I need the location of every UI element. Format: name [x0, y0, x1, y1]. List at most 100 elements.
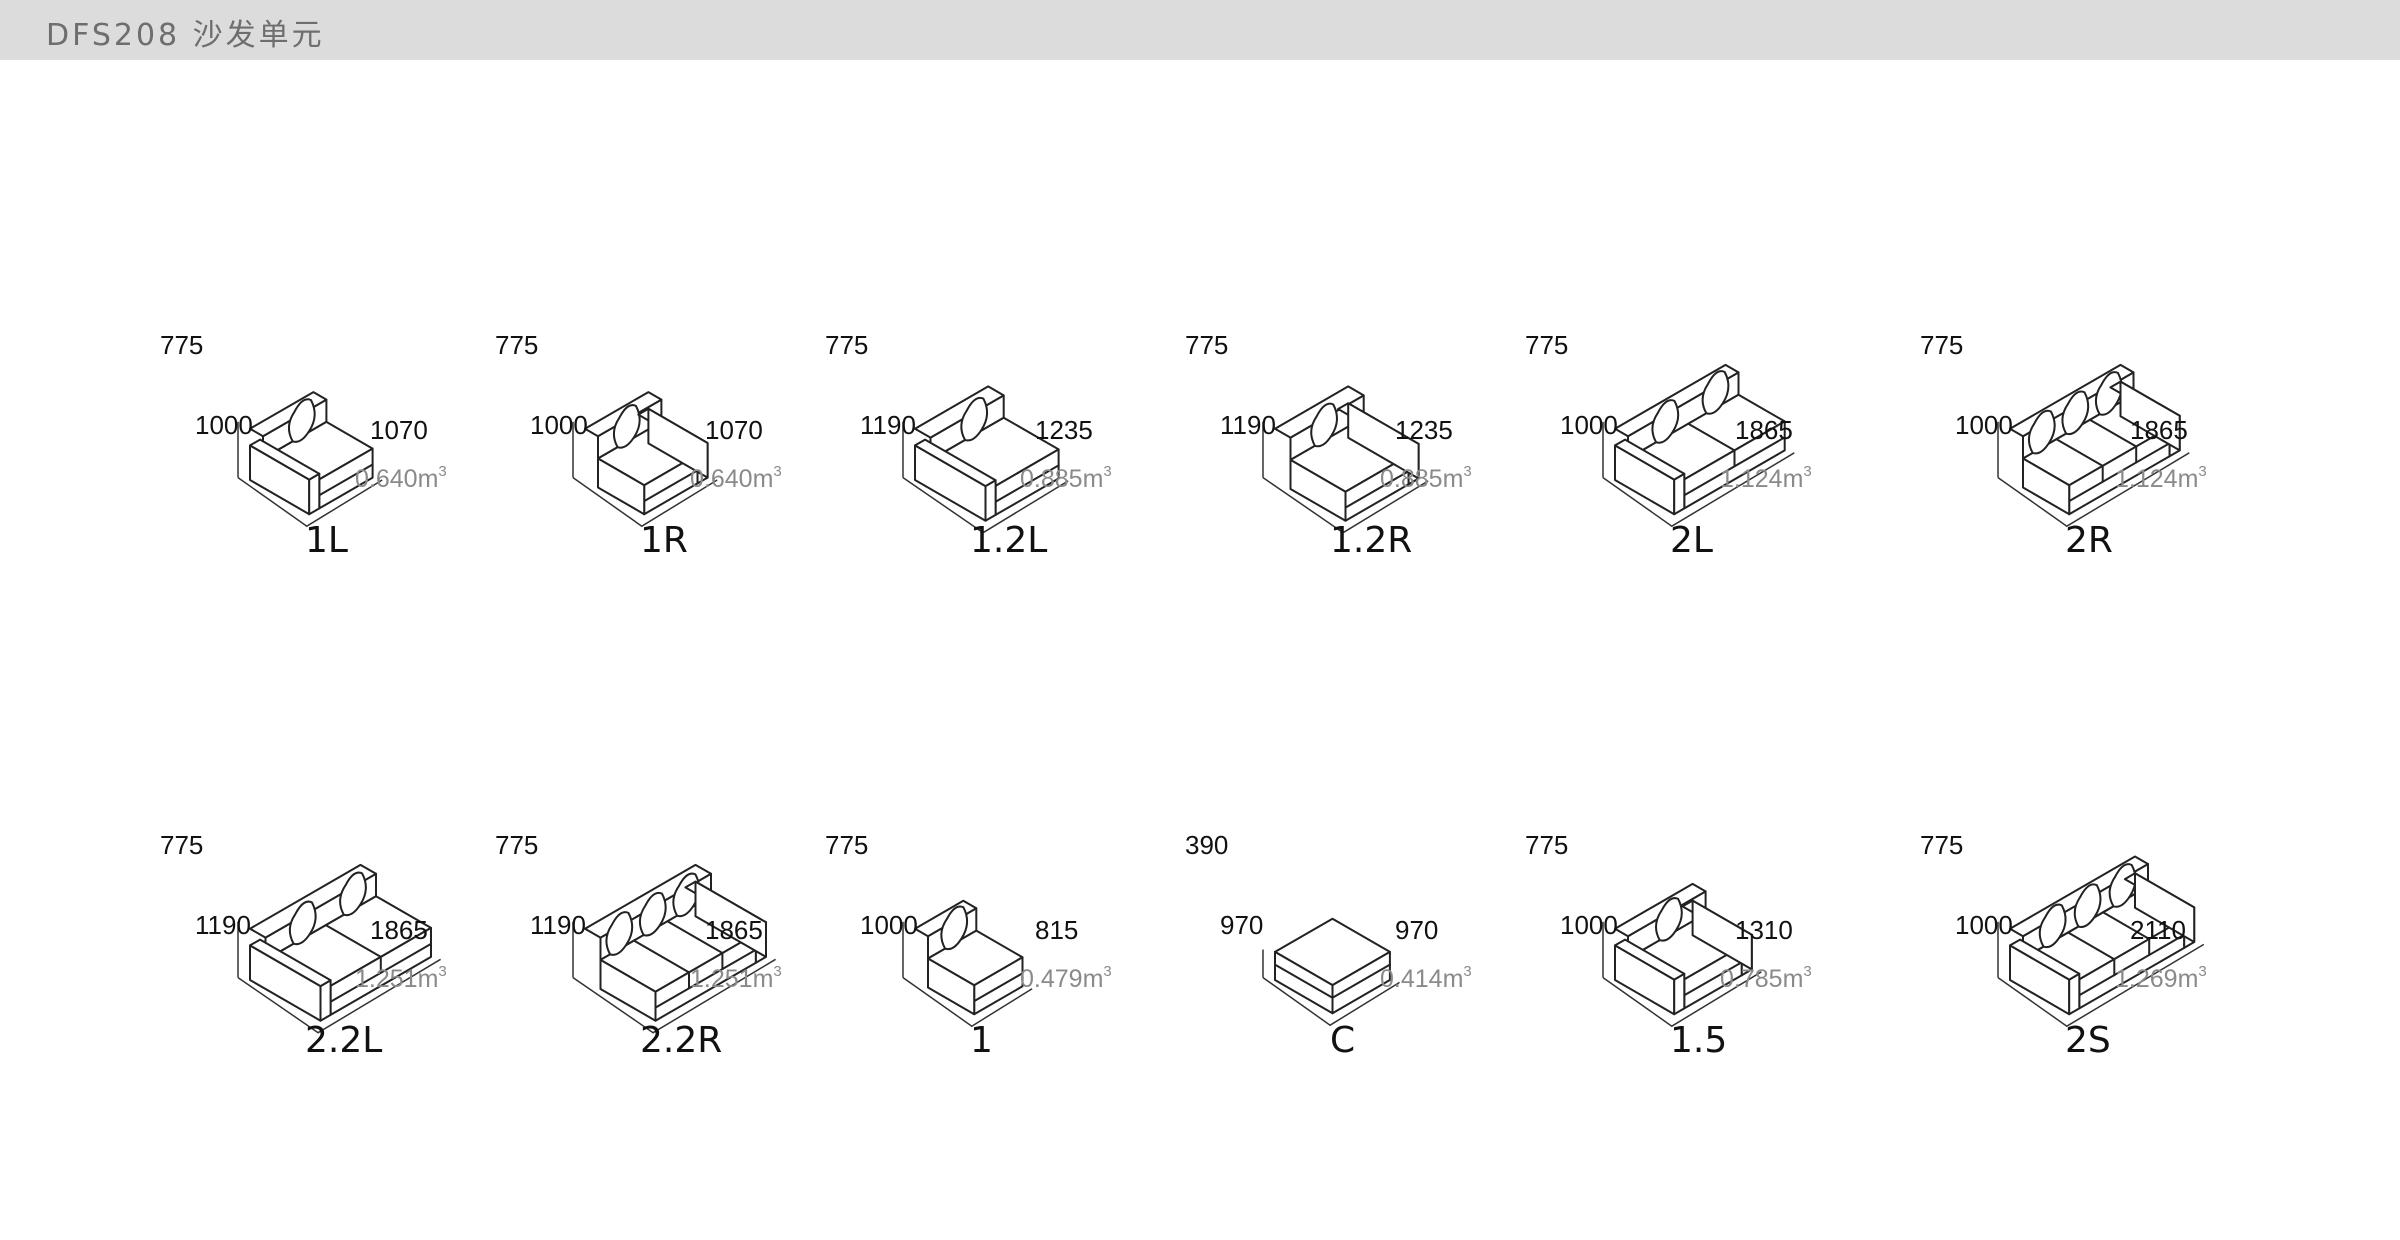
- ottoman-side: [1274, 950, 1334, 1015]
- width-dimension: 1235: [1035, 415, 1093, 445]
- volume-label: 0.479m3: [1020, 963, 1112, 993]
- sofa-unit-1-2l: 775 1190 1235 0.885m3 1.2L: [805, 220, 1205, 740]
- sofa-unit-1-2r: 775 1190 1235 0.885m3 1.2R: [1165, 220, 1565, 740]
- back-cushion: [1701, 370, 1730, 415]
- sofa-unit-c: 390 970 970 0.414m3 C: [1165, 720, 1565, 1240]
- height-dimension: 775: [825, 330, 869, 360]
- back-cushion: [960, 396, 989, 442]
- volume-label: 1.251m3: [355, 963, 447, 993]
- unit-code: 2.2R: [640, 1020, 723, 1061]
- depth-dimension: 1000: [1560, 910, 1618, 940]
- ottoman-seam: [1274, 963, 1391, 999]
- dimension-lines: [1602, 452, 1795, 528]
- back-cushion: [1655, 897, 1683, 942]
- seat-seam: [643, 469, 699, 503]
- seat-division: [324, 924, 382, 974]
- sofa-illustration: [1262, 917, 1400, 1027]
- seat-seam: [654, 948, 757, 1009]
- seat-left-side: [1289, 458, 1347, 522]
- sofa-unit-2-2l: 775 1190 1865 1.251m3 2.2L: [140, 720, 540, 1240]
- width-dimension: 1865: [1735, 415, 1793, 445]
- height-dimension: 775: [1525, 830, 1569, 860]
- sofa-illustration: [572, 863, 776, 1034]
- sofa-illustration: [237, 391, 383, 528]
- seat-division: [1687, 422, 1736, 468]
- depth-dimension: 1190: [195, 910, 251, 940]
- sofa-unit-2-2r: 775 1190 1865 1.251m3 2.2R: [475, 720, 875, 1240]
- height-dimension: 775: [160, 830, 204, 860]
- volume-label: 1.269m3: [2115, 963, 2207, 993]
- sofa-unit-2l: 775 1000 1865 1.124m3 2L: [1505, 220, 1905, 740]
- width-dimension: 970: [1395, 915, 1439, 945]
- volume-label: 0.640m3: [690, 463, 782, 493]
- sofa-illustration: [572, 391, 718, 528]
- unit-code: 1R: [640, 520, 688, 561]
- left-arm-top: [914, 438, 997, 488]
- volume-label: 0.785m3: [1720, 963, 1812, 993]
- seat-division: [666, 920, 724, 970]
- seat-left-side: [599, 958, 657, 1022]
- depth-dimension: 1190: [860, 410, 916, 440]
- height-dimension: 775: [495, 330, 539, 360]
- back-cushion: [940, 905, 969, 951]
- depth-dimension: 1000: [1955, 410, 2013, 440]
- right-arm-side: [647, 407, 709, 479]
- height-dimension: 775: [160, 330, 204, 360]
- sofa-back-top: [2009, 855, 2149, 938]
- depth-dimension: 1190: [1220, 410, 1276, 440]
- height-dimension: 775: [1185, 330, 1229, 360]
- sofa-illustration: [1997, 855, 2205, 1028]
- page-title: DFS208 沙发单元: [46, 18, 325, 53]
- sofa-back-top: [249, 863, 377, 939]
- seat-seam: [2068, 442, 2171, 503]
- right-arm-side: [1691, 899, 1753, 971]
- unit-code: 1.2R: [1330, 520, 1413, 561]
- width-dimension: 1865: [2130, 415, 2188, 445]
- volume-label: 1.124m3: [1720, 463, 1812, 493]
- seat-seam: [1344, 470, 1410, 509]
- width-dimension: 815: [1035, 915, 1079, 945]
- dimension-lines: [572, 958, 776, 1034]
- unit-code: 1: [970, 1020, 993, 1061]
- seat-division: [2089, 418, 2138, 464]
- back-cushion: [2108, 863, 2137, 908]
- back-cushion: [2038, 903, 2067, 949]
- volume-label: 1.251m3: [690, 963, 782, 993]
- unit-code: 2L: [1670, 520, 1713, 561]
- back-cushion: [605, 911, 634, 956]
- seat-division: [2067, 931, 2116, 977]
- width-dimension: 1235: [1395, 415, 1453, 445]
- sofa-illustration: [1602, 363, 1795, 528]
- dimension-lines: [1602, 971, 1762, 1028]
- dimension-lines: [1997, 452, 2190, 528]
- unit-code: C: [1330, 1020, 1356, 1061]
- sofa-unit-1: 775 1000 815 0.479m3 1: [805, 720, 1205, 1240]
- header-bar: DFS208 沙发单元: [0, 0, 2400, 60]
- seat-seam: [1683, 961, 1743, 997]
- dimension-lines: [237, 476, 383, 528]
- volume-label: 1.124m3: [2115, 463, 2207, 493]
- seat-seam: [994, 464, 1060, 503]
- height-dimension: 390: [1185, 830, 1229, 860]
- right-arm-side: [2134, 872, 2196, 943]
- width-dimension: 1070: [705, 415, 763, 445]
- sofa-illustration: [237, 863, 441, 1034]
- depth-dimension: 1000: [195, 410, 253, 440]
- unit-code: 2R: [2065, 520, 2113, 561]
- sofa-illustration: [902, 899, 1033, 1028]
- depth-dimension: 970: [1220, 910, 1264, 940]
- dimension-lines: [572, 476, 718, 528]
- left-arm-top: [249, 438, 321, 481]
- seat-division: [2102, 911, 2151, 956]
- back-cushion: [2061, 390, 2090, 436]
- width-dimension: 2110: [2130, 915, 2186, 945]
- seat-left-side: [597, 457, 646, 516]
- volume-label: 0.885m3: [1380, 463, 1472, 493]
- height-dimension: 775: [825, 830, 869, 860]
- sofa-unit-1r: 775 1000 1070 0.640m3 1R: [475, 220, 875, 740]
- right-arm-side: [694, 880, 767, 958]
- seat-left-side: [927, 957, 976, 1016]
- seat-left-side: [2022, 457, 2071, 516]
- sofa-unit-1-5: 775 1000 1310 0.785m3 1.5: [1505, 720, 1905, 1240]
- volume-label: 0.414m3: [1380, 963, 1472, 993]
